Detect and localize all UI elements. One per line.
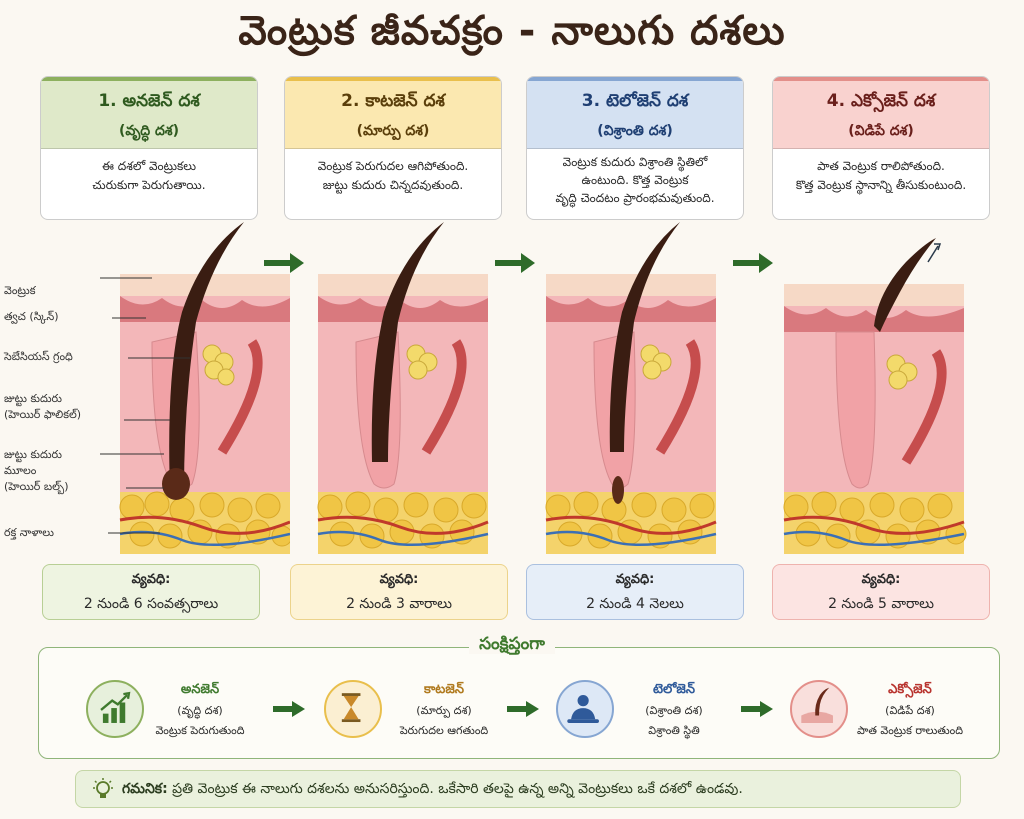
summary-item-telogen: టెలోజెన్ (విశ్రాంతి దశ) విశ్రాంతి స్థితి bbox=[604, 682, 744, 740]
phase-header: 4. ఎక్సోజెన్ దశ (విడిపే దశ) bbox=[773, 77, 989, 149]
duration-value: 2 నుండి 6 సంవత్సరాలు bbox=[83, 596, 219, 612]
arrow-right-icon bbox=[264, 253, 304, 273]
desc-line: జుట్టు కుదురు చిన్నదవుతుంది. bbox=[322, 178, 464, 192]
desc-line: వెంట్రుక కుదురు విశ్రాంతి స్థితిలో bbox=[562, 155, 708, 169]
phase-title: 1. అనజెన్ దశ bbox=[98, 91, 200, 111]
label-leader-lines bbox=[100, 277, 190, 534]
duration-label: వ్యవధి: bbox=[861, 572, 901, 587]
phase-card-anagen: 1. అనజెన్ దశ (వృద్ధి దశ) ఈ దశలో వెంట్రుక… bbox=[40, 76, 258, 220]
phase-subtitle: (విడిపే దశ) bbox=[848, 123, 914, 139]
note-text: గమనిక: ప్రతి వెంట్రుక ఈ నాలుగు దశలను అను… bbox=[122, 781, 743, 800]
label-sebaceous-gland: సెబేసియస్ గ్రంధి bbox=[4, 350, 73, 363]
desc-line: ఈ దశలో వెంట్రుకలు bbox=[102, 159, 196, 173]
label-skin: త్వచ (స్కిన్) bbox=[4, 310, 59, 323]
phase-description: ఈ దశలో వెంట్రుకలు చురుకుగా పెరుగుతాయి. bbox=[41, 149, 257, 203]
phase-card-catagen: 2. కాటజెన్ దశ (మార్పు దశ) వెంట్రుక పెరుగ… bbox=[284, 76, 502, 220]
arrow-right-icon bbox=[507, 701, 539, 717]
note-body: ప్రతి వెంట్రుక ఈ నాలుగు దశలను అనుసరిస్తు… bbox=[172, 781, 743, 797]
duration-card-catagen: వ్యవధి: 2 నుండి 3 వారాలు bbox=[290, 564, 508, 620]
desc-line: కొత్త వెంట్రుక స్థానాన్ని తీసుకుంటుంది. bbox=[795, 178, 967, 192]
summary-item-name: కాటజెన్ bbox=[424, 682, 464, 697]
phase-card-telogen: 3. టెలోజెన్ దశ (విశ్రాంతి దశ) వెంట్రుక క… bbox=[526, 76, 744, 220]
summary-item-desc: పాత వెంట్రుక రాలుతుంది bbox=[857, 724, 963, 737]
summary-title-text: సంక్షిప్తంగా bbox=[469, 634, 555, 654]
desc-line: వృద్ధి చెందటం ప్రారంభమవుతుంది. bbox=[555, 191, 715, 205]
anatomy-labels: వెంట్రుక త్వచ (స్కిన్) సెబేసియస్ గ్రంధి … bbox=[4, 270, 124, 550]
shedding-hair-icon bbox=[790, 680, 848, 738]
desc-line: చురుకుగా పెరుగుతాయి. bbox=[92, 178, 206, 192]
telogen-illustration bbox=[545, 222, 717, 554]
label-bulb-1: జుట్టు కుదురు bbox=[4, 448, 62, 461]
summary-item-catagen: కాటజెన్ (మార్పు దశ) పెరుగుదల ఆగతుంది bbox=[374, 682, 514, 740]
desc-line: ఉంటుంది. కొత్త వెంట్రుక bbox=[581, 173, 689, 187]
phase-subtitle: (వృద్ధి దశ) bbox=[118, 123, 180, 139]
exogen-illustration bbox=[783, 238, 967, 554]
summary-item-desc: వెంట్రుక పెరుగుతుంది bbox=[155, 724, 245, 737]
label-follicle-1: జుట్టు కుదురు bbox=[4, 392, 62, 405]
phase-description: పాత వెంట్రుక రాలిపోతుంది. కొత్త వెంట్రుక… bbox=[773, 149, 989, 203]
arrow-right-icon bbox=[733, 253, 773, 273]
duration-label: వ్యవధి: bbox=[615, 572, 655, 587]
summary-item-desc: పెరుగుదల ఆగతుంది bbox=[399, 724, 489, 737]
summary-item-sub: (మార్పు దశ) bbox=[416, 704, 472, 717]
arrow-right-icon bbox=[273, 701, 305, 717]
summary-item-name: అనజెన్ bbox=[180, 682, 220, 697]
phase-subtitle: (మార్పు దశ) bbox=[356, 123, 430, 139]
label-bulb-3: (హెయిర్ బల్బ్) bbox=[4, 480, 69, 493]
phase-title: 2. కాటజెన్ దశ bbox=[341, 91, 445, 111]
phase-subtitle: (విశ్రాంతి దశ) bbox=[597, 123, 673, 139]
anagen-illustration bbox=[119, 222, 290, 554]
duration-label: వ్యవధి: bbox=[131, 572, 171, 587]
summary-item-name: టెలోజెన్ bbox=[652, 682, 696, 697]
phase-header: 2. కాటజెన్ దశ (మార్పు దశ) bbox=[285, 77, 501, 149]
duration-label: వ్యవధి: bbox=[379, 572, 419, 587]
note-label: గమనిక: bbox=[122, 781, 168, 797]
summary-item-anagen: అనజెన్ (వృద్ధి దశ) వెంట్రుక పెరుగుతుంది bbox=[130, 682, 270, 740]
summary-item-exogen: ఎక్సోజెన్ (విడిపే దశ) పాత వెంట్రుక రాలుత… bbox=[840, 682, 980, 740]
lightbulb-icon bbox=[93, 778, 113, 798]
summary-item-sub: (వృద్ధి దశ) bbox=[177, 704, 223, 717]
summary-item-name: ఎక్సోజెన్ bbox=[888, 682, 932, 697]
summary-item-desc: విశ్రాంతి స్థితి bbox=[648, 724, 700, 737]
duration-card-anagen: వ్యవధి: 2 నుండి 6 సంవత్సరాలు bbox=[42, 564, 260, 620]
summary-item-sub: (విడిపే దశ) bbox=[885, 704, 935, 717]
label-bulb-2: మూలం bbox=[4, 464, 37, 477]
hourglass-icon bbox=[324, 680, 382, 738]
phase-description: వెంట్రుక పెరుగుదల ఆగిపోతుంది. జుట్టు కుద… bbox=[285, 149, 501, 203]
summary-item-sub: (విశ్రాంతి దశ) bbox=[645, 704, 703, 717]
label-blood-vessels: రక్త నాళాలు bbox=[4, 526, 54, 539]
arrow-right-icon bbox=[495, 253, 535, 273]
page-title: వెంట్రుక జీవచక్రం - నాలుగు దశలు bbox=[238, 8, 786, 54]
phase-card-exogen: 4. ఎక్సోజెన్ దశ (విడిపే దశ) పాత వెంట్రుక… bbox=[772, 76, 990, 220]
duration-value: 2 నుండి 4 నెలలు bbox=[586, 596, 684, 612]
duration-card-exogen: వ్యవధి: 2 నుండి 5 వారాలు bbox=[772, 564, 990, 620]
phase-header: 1. అనజెన్ దశ (వృద్ధి దశ) bbox=[41, 77, 257, 149]
duration-value: 2 నుండి 3 వారాలు bbox=[346, 596, 452, 612]
duration-card-telogen: వ్యవధి: 2 నుండి 4 నెలలు bbox=[526, 564, 744, 620]
resting-person-icon bbox=[556, 680, 614, 738]
desc-line: పాత వెంట్రుక రాలిపోతుంది. bbox=[817, 159, 945, 173]
note-box: గమనిక: ప్రతి వెంట్రుక ఈ నాలుగు దశలను అను… bbox=[75, 770, 961, 808]
summary-title: సంక్షిప్తంగా bbox=[0, 634, 1024, 658]
desc-line: వెంట్రుక పెరుగుదల ఆగిపోతుంది. bbox=[317, 159, 469, 173]
phase-header: 3. టెలోజెన్ దశ (విశ్రాంతి దశ) bbox=[527, 77, 743, 149]
arrow-right-icon bbox=[741, 701, 773, 717]
growth-chart-icon bbox=[86, 680, 144, 738]
label-hair: వెంట్రుక bbox=[4, 284, 36, 297]
phase-title: 4. ఎక్సోజెన్ దశ bbox=[826, 91, 936, 111]
phase-description: వెంట్రుక కుదురు విశ్రాంతి స్థితిలో ఉంటుం… bbox=[527, 149, 743, 215]
phase-title: 3. టెలోజెన్ దశ bbox=[581, 91, 689, 111]
duration-value: 2 నుండి 5 వారాలు bbox=[828, 596, 934, 612]
catagen-illustration bbox=[317, 222, 489, 554]
label-follicle-2: (హెయిర్ ఫాలికల్) bbox=[4, 408, 82, 421]
